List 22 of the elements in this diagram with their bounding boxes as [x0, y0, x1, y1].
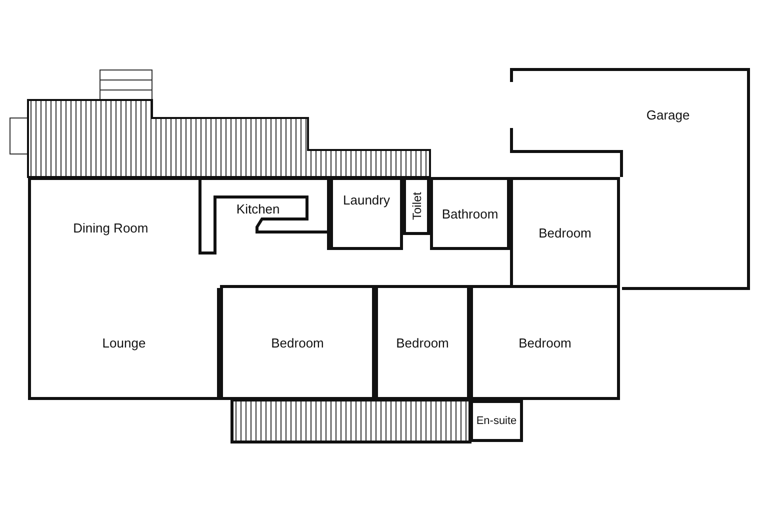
room-outline	[220, 285, 375, 400]
room-name: Bedroom	[518, 335, 572, 350]
room-outline	[510, 177, 620, 288]
room-name: Toilet	[410, 192, 424, 220]
room-outline	[622, 68, 750, 290]
room-name: Lounge	[102, 335, 146, 350]
room-outline	[470, 285, 620, 400]
room-outline	[330, 177, 403, 250]
room-outline	[430, 177, 510, 250]
room-outline	[28, 177, 197, 290]
room-name: Garage	[646, 107, 690, 122]
room-name: Bathroom	[442, 206, 498, 221]
room-outline	[375, 285, 470, 400]
room-name: Bedroom	[396, 335, 449, 350]
room-name: Dining Room	[73, 220, 148, 236]
room-name: Laundry	[343, 192, 390, 208]
room-outline	[470, 400, 523, 442]
room-name: En-suite	[476, 415, 517, 427]
room-name: Bedroom	[538, 225, 592, 240]
room-outline	[403, 177, 430, 235]
room-name: Kitchen	[236, 202, 280, 217]
room-name: Bedroom	[271, 335, 324, 350]
